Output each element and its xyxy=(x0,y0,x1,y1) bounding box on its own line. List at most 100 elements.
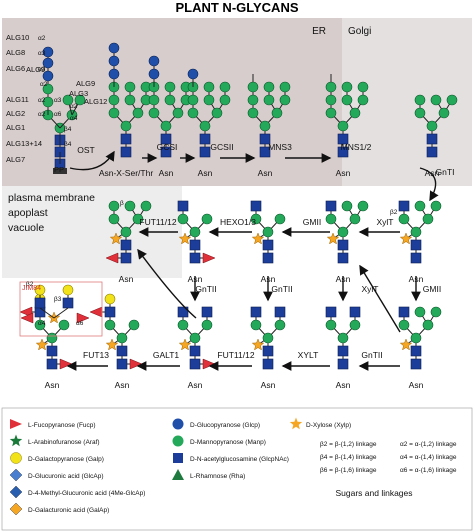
glucose-circle xyxy=(108,68,120,80)
mannose-circle xyxy=(341,81,353,93)
glcnac-square xyxy=(274,306,286,318)
fucose-triangle xyxy=(20,312,34,324)
linkage-label-14: β2 xyxy=(26,281,34,288)
alg-enzyme-label-9: ALG3 xyxy=(69,89,88,98)
mannose-circle xyxy=(410,226,422,238)
glcnac-square xyxy=(201,306,213,318)
mannose-circle xyxy=(108,107,120,119)
mannose-circle xyxy=(177,319,189,331)
legend-mid-label-1: D-Mannopyranose (Manp) xyxy=(190,439,266,446)
mannose-circle xyxy=(262,332,274,344)
legend-frame xyxy=(1,407,473,531)
sugars-and-linkages-title: Sugars and linkages xyxy=(335,488,412,498)
glcnac-square xyxy=(410,358,422,370)
xylose-star xyxy=(251,338,265,351)
linkage-label-3: α2 xyxy=(38,97,46,104)
legend-left-label-5: D-Galacturonic acid (GalAp) xyxy=(28,507,109,514)
linkage-label-7: α2 xyxy=(70,103,78,110)
mannose-circle xyxy=(414,200,426,212)
xylose-star xyxy=(399,232,413,245)
legend-mid-label-2: D-N-acetylglucosamine (GlcpNAc) xyxy=(190,456,289,463)
mannose-circle xyxy=(279,81,291,93)
enzyme-label-10: GMII xyxy=(423,284,441,294)
uronic-acid-legend-icon-5 xyxy=(9,502,23,516)
glcnac-square xyxy=(349,306,361,318)
xylose-star xyxy=(35,338,49,351)
fucose-triangle xyxy=(202,252,216,264)
glcnac-square xyxy=(104,306,116,318)
enzyme-label-17: GALT1 xyxy=(153,350,180,360)
asn-label-13: Asn xyxy=(261,380,276,390)
fucose-triangle xyxy=(202,358,216,370)
mannose-circle xyxy=(34,319,46,331)
alg-enzyme-label-7: ALG13+14 xyxy=(6,139,42,148)
fucose-triangle xyxy=(59,358,73,370)
arrow-xylt-2 xyxy=(359,264,401,333)
legend-left-label-4: D-4-Methyl-Glucuronic acid (4Me-GlcAp) xyxy=(28,490,145,497)
linkage-legend-a-0: β2 = β-(1,2) linkage xyxy=(320,441,377,448)
mannose-circle xyxy=(201,319,213,331)
asn-label-4: Asn xyxy=(336,168,351,178)
linkage-legend-a-2: β6 = β-(1,6) linkage xyxy=(320,467,377,474)
uronic-acid-legend-icon-4 xyxy=(9,485,23,499)
glcnac-square xyxy=(46,358,58,370)
mannose-circle xyxy=(325,319,337,331)
glucose-circle xyxy=(42,57,54,69)
mannose-circle xyxy=(325,213,337,225)
mannose-circle xyxy=(430,94,442,106)
glcnac-square xyxy=(250,306,262,318)
glycosidic-bond xyxy=(39,307,55,319)
mannose-circle xyxy=(422,319,434,331)
mannose-circle xyxy=(172,107,184,119)
compartment-label-0: plasma membrane xyxy=(8,192,95,204)
glcnac-square xyxy=(160,133,172,145)
mannose-circle xyxy=(325,107,337,119)
linkage-label-0: α2 xyxy=(38,35,46,42)
linkage-label-1: α3 xyxy=(38,50,46,57)
linkage-label-6: α6 xyxy=(54,111,62,118)
mannose-circle xyxy=(274,319,286,331)
mannose-circle xyxy=(414,94,426,106)
mannose-circle xyxy=(438,107,450,119)
arrow-hexo-from-bottom xyxy=(137,248,197,319)
mannose-circle xyxy=(349,319,361,331)
linkage-label-15: β3 xyxy=(54,296,62,303)
linkage-legend-a-1: β4 = β-(1,4) linkage xyxy=(320,454,377,461)
enzyme-label-16: FUT11/12 xyxy=(217,350,254,360)
er-label: ER xyxy=(312,26,326,37)
mannose-circle xyxy=(325,94,337,106)
mannose-circle xyxy=(189,226,201,238)
mannose-circle xyxy=(271,107,283,119)
enzyme-label-7: GMII xyxy=(303,217,321,227)
mannose-circle xyxy=(132,213,144,225)
enzyme-label-0: OST xyxy=(77,145,94,155)
glucose-circle xyxy=(148,68,160,80)
glcnac-square xyxy=(34,297,46,309)
mannose-circle xyxy=(211,107,223,119)
mannose-circle xyxy=(140,200,152,212)
mannose-circle xyxy=(62,94,74,106)
asn-label-11: Asn xyxy=(409,380,424,390)
dolichol-pp-anchor xyxy=(53,168,67,174)
alg-enzyme-label-0: ALG10 xyxy=(6,33,29,42)
glcnac-square xyxy=(337,239,349,251)
mannose-circle xyxy=(250,319,262,331)
asn-label-3: Asn xyxy=(258,168,273,178)
glcnac-square xyxy=(410,239,422,251)
legend-left-label-2: D-Galactopyranose (Galp) xyxy=(28,456,104,463)
glcnac-square xyxy=(337,252,349,264)
glucose-circle xyxy=(42,46,54,58)
xylose-star xyxy=(326,232,340,245)
galactose-circle xyxy=(62,284,74,296)
mannose-circle xyxy=(398,319,410,331)
mannose-circle xyxy=(128,319,140,331)
linkage-legend-b-1: α4 = α-(1,4) linkage xyxy=(400,454,457,461)
glcnac-square xyxy=(116,358,128,370)
alg-enzyme-label-5: ALG2 xyxy=(6,109,25,118)
linkage-label-16: α4 xyxy=(38,320,46,327)
mannose-circle xyxy=(422,213,434,225)
legend-left-label-1: L-Arabinofuranose (Araf) xyxy=(28,439,100,446)
glucose-circle xyxy=(148,55,160,67)
xylose-star xyxy=(251,232,265,245)
mannose-circle xyxy=(132,107,144,119)
